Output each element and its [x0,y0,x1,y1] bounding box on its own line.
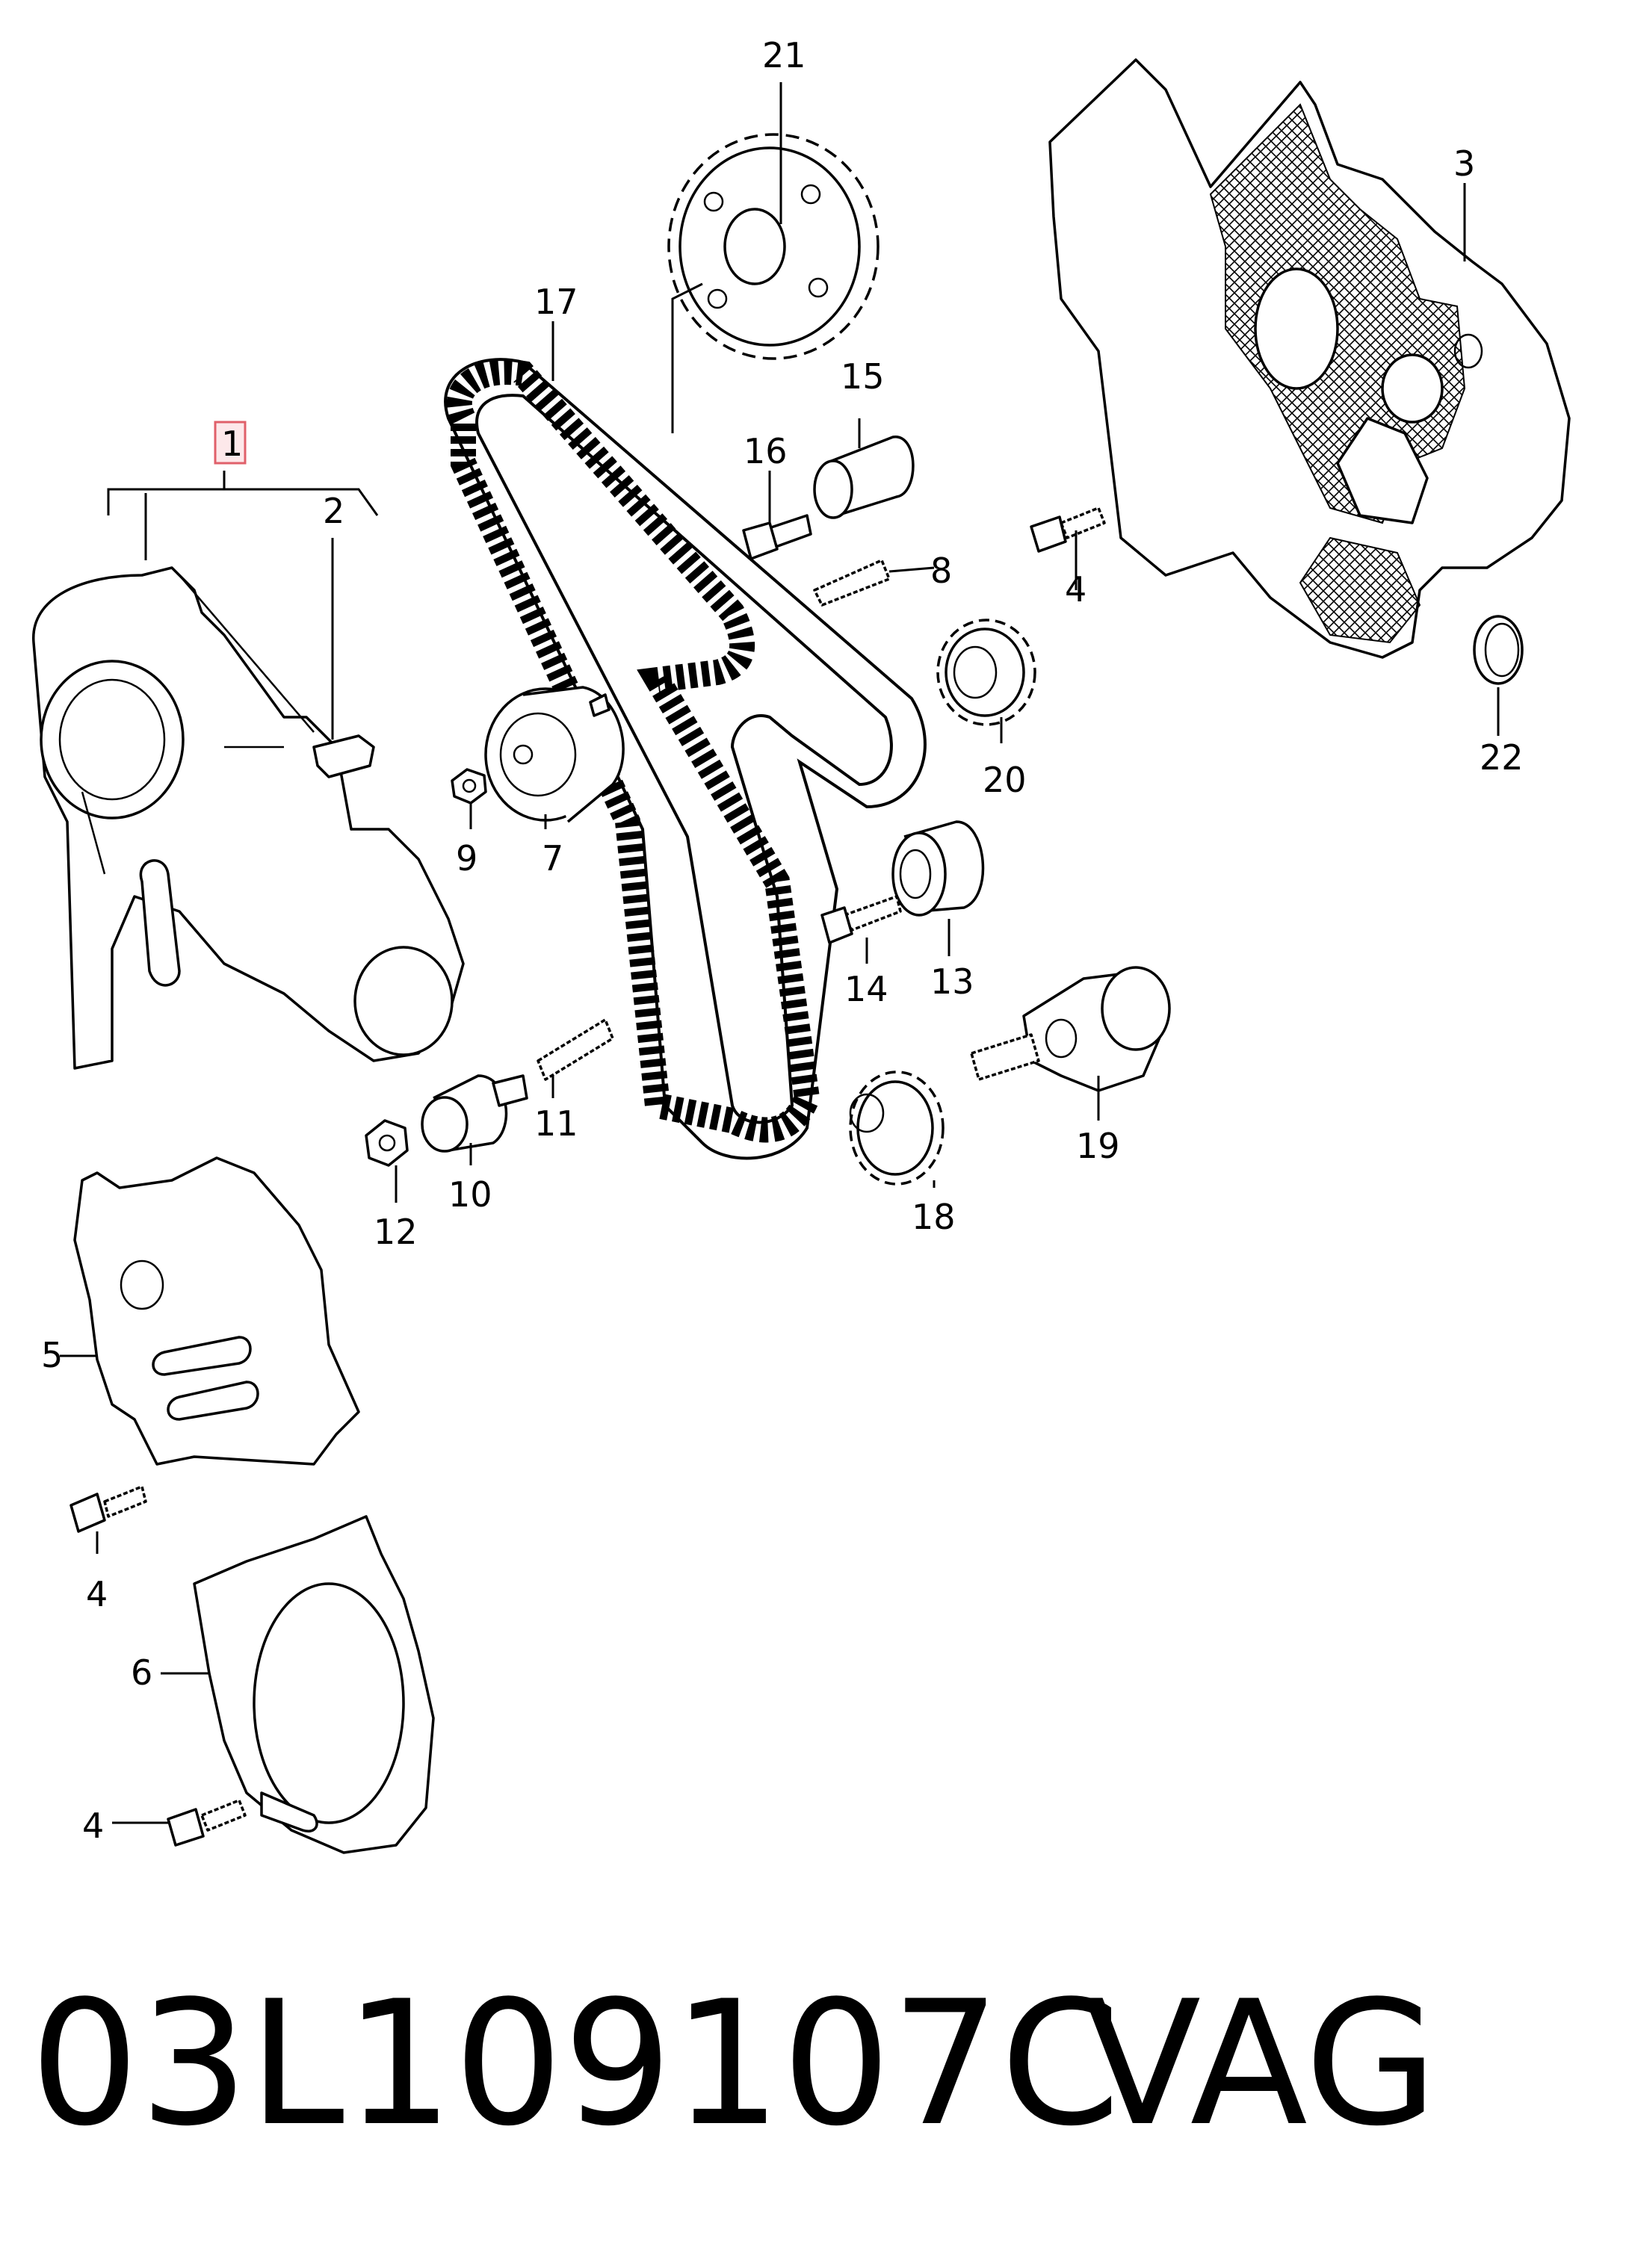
part-number-caption: 03L109107C [30,1965,1121,2164]
bolt-4-right [1030,506,1106,553]
callout-15: 15 [841,356,885,397]
callout-16: 16 [744,431,788,471]
spacer-sleeve [813,436,915,519]
callout-14: 14 [844,969,888,1009]
idler-gear-20 [936,619,1036,726]
callout-11: 11 [534,1103,578,1144]
callout-22: 22 [1480,737,1524,778]
bolt-16 [742,514,812,560]
callout-4-right: 4 [1065,569,1086,610]
sealing-plug [1473,615,1524,685]
callout-1-highlight [214,421,247,465]
leader-lines [60,82,1500,1824]
parts-diagram: 1 2 3 4 4 4 5 6 7 8 9 10 11 12 13 14 15 … [32,35,1571,1854]
callout-20: 20 [983,760,1027,800]
callout-3: 3 [1453,143,1475,184]
cover-clip [312,734,375,778]
upper-timing-cover [32,566,465,1070]
callout-6: 6 [131,1652,152,1693]
timing-belt [444,358,927,1160]
callout-17: 17 [534,282,578,322]
callout-5: 5 [41,1335,63,1375]
bolt-4-lower [69,1485,147,1533]
water-pump [970,966,1171,1092]
callout-9: 9 [456,838,477,879]
nut-12 [365,1119,409,1167]
stud-11 [537,1018,614,1081]
callout-19: 19 [1076,1126,1120,1166]
rear-timing-cover [1048,58,1571,659]
callout-4-lower: 4 [86,1574,108,1614]
callout-1: 1 [221,424,243,464]
crankshaft-sprocket [849,1071,945,1186]
guide-roller [891,820,985,917]
callout-labels: 1 2 3 4 4 4 5 6 7 8 9 10 11 12 13 14 15 … [41,35,1524,1846]
nut-9 [451,768,487,805]
callout-21: 21 [762,35,806,75]
callout-10: 10 [448,1174,492,1215]
rear-cover-plate [193,1515,435,1854]
callout-2: 2 [323,491,344,531]
callout-8: 8 [930,551,952,591]
camshaft-sprocket [667,133,880,360]
stud-8 [813,559,891,607]
lower-timing-cover [73,1156,360,1466]
callout-13: 13 [930,961,974,1002]
bolt-14 [820,895,902,944]
tensioner-roller [484,686,625,823]
callout-12: 12 [374,1212,418,1252]
brand-caption: VAG [1084,1965,1438,2164]
callout-7: 7 [542,838,563,879]
bolt-4-bottom [167,1799,247,1847]
callout-4-bottom: 4 [82,1806,104,1846]
roller-10 [421,1074,528,1153]
callout-18: 18 [912,1197,956,1237]
